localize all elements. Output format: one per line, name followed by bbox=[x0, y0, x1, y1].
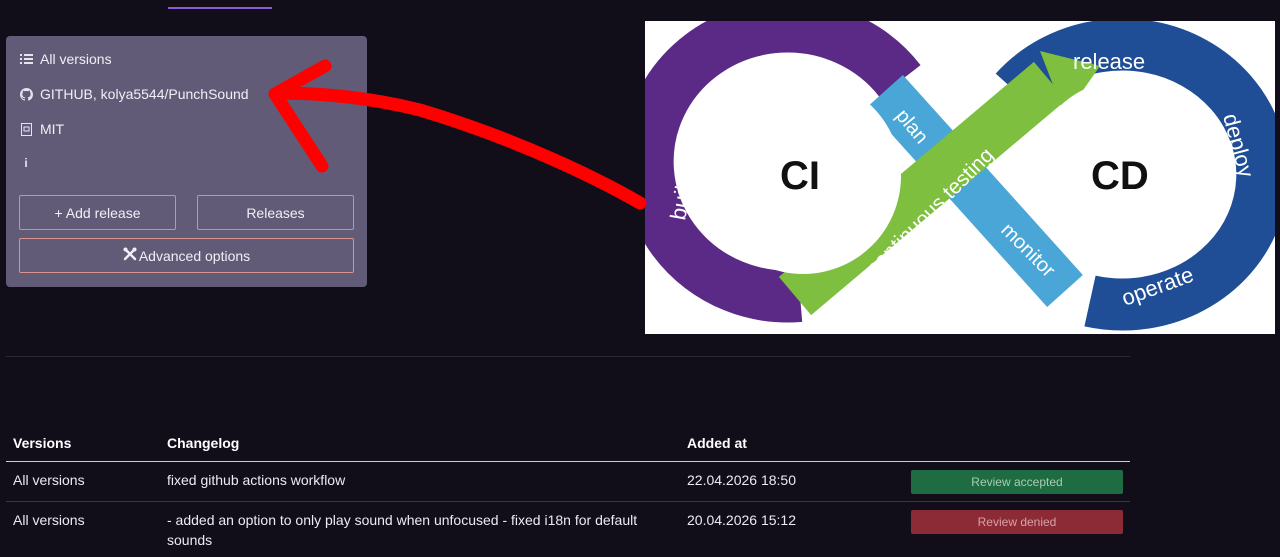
advanced-options-button[interactable]: Advanced options bbox=[19, 238, 354, 273]
status-badge: Review accepted bbox=[911, 470, 1123, 494]
add-release-button[interactable]: + Add release bbox=[19, 195, 176, 230]
code-text: code bbox=[763, 49, 811, 74]
info-icon: i bbox=[24, 156, 28, 170]
header-changelog: Changelog bbox=[167, 435, 240, 451]
table-row[interactable]: All versions fixed github actions workfl… bbox=[6, 462, 1130, 502]
row-changelog: fixed github actions workflow bbox=[167, 472, 346, 488]
license-icon bbox=[19, 122, 33, 136]
section-divider bbox=[6, 356, 1130, 357]
ci-text: CI bbox=[780, 154, 820, 198]
github-icon bbox=[19, 87, 33, 101]
header-added-at: Added at bbox=[687, 435, 747, 451]
active-tab-underline bbox=[168, 7, 272, 9]
versions-label: All versions bbox=[40, 51, 112, 67]
row-changelog: - added an option to only play sound whe… bbox=[167, 512, 638, 548]
source-row[interactable]: GITHUB, kolya5544/PunchSound bbox=[19, 86, 249, 102]
header-versions: Versions bbox=[13, 435, 72, 451]
row-added-at: 20.04.2026 15:12 bbox=[687, 512, 796, 528]
releases-button[interactable]: Releases bbox=[197, 195, 354, 230]
release-text: release bbox=[1073, 49, 1145, 74]
row-added-at: 22.04.2026 18:50 bbox=[687, 472, 796, 488]
advanced-options-label: Advanced options bbox=[138, 247, 251, 264]
license-label: MIT bbox=[40, 121, 65, 137]
license-row: MIT bbox=[19, 121, 64, 137]
ci-cd-infinity-graphic: CI CD code build plan continuous testing… bbox=[621, 0, 1280, 331]
list-icon bbox=[19, 52, 33, 66]
info-row: i bbox=[19, 156, 33, 170]
row-version: All versions bbox=[13, 472, 85, 488]
versions-row[interactable]: All versions bbox=[19, 51, 112, 67]
row-version: All versions bbox=[13, 512, 85, 528]
table-header: Versions Changelog Added at bbox=[6, 430, 1130, 462]
ci-cd-diagram-image: CI CD code build plan continuous testing… bbox=[621, 0, 1280, 334]
versions-table: Versions Changelog Added at All versions… bbox=[6, 430, 1130, 557]
tools-icon bbox=[123, 247, 137, 264]
table-row[interactable]: All versions - added an option to only p… bbox=[6, 502, 1130, 557]
project-info-card: All versions GITHUB, kolya5544/PunchSoun… bbox=[6, 36, 367, 287]
cd-text: CD bbox=[1091, 154, 1149, 198]
status-badge: Review denied bbox=[911, 510, 1123, 534]
source-label: GITHUB, kolya5544/PunchSound bbox=[40, 86, 249, 102]
